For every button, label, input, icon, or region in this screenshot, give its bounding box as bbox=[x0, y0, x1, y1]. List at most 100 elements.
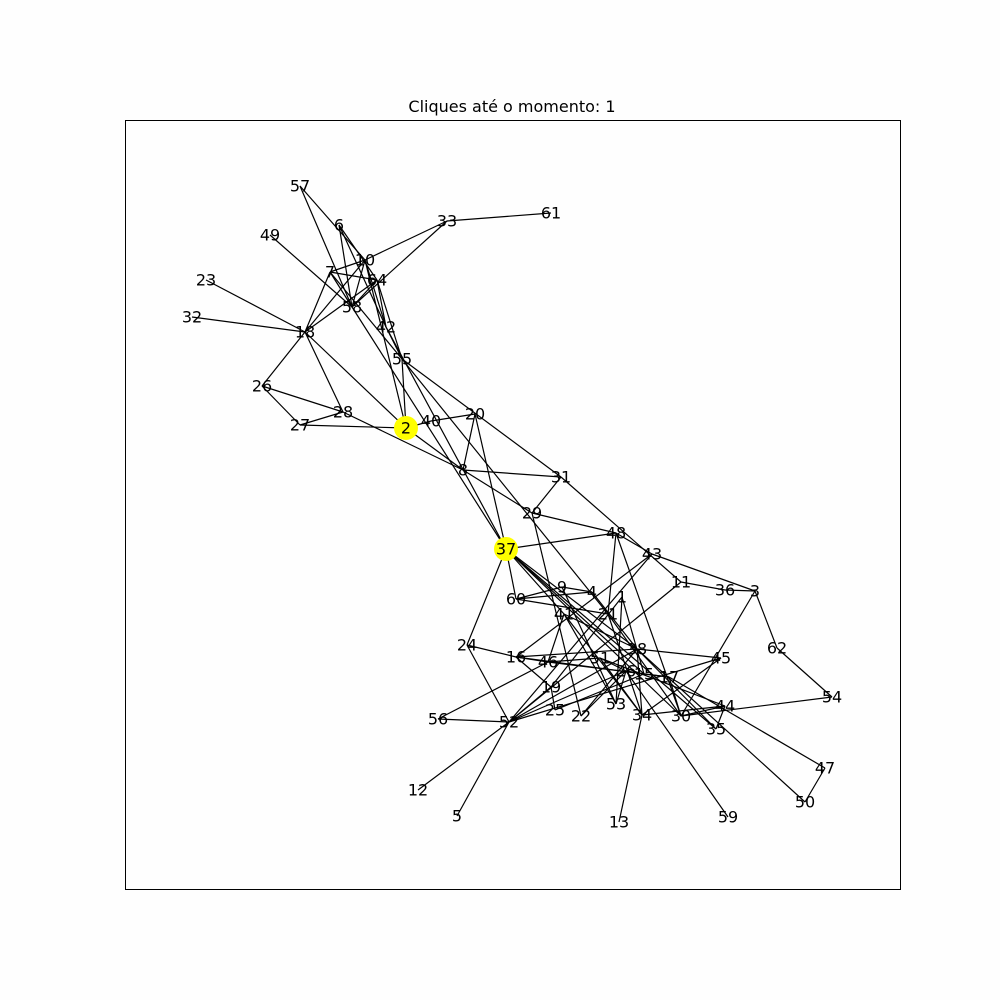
node-18-label: 18 bbox=[295, 323, 315, 342]
edge-26b-15 bbox=[625, 670, 645, 675]
edge-3-30 bbox=[680, 590, 756, 717]
edge-48-43 bbox=[615, 532, 653, 555]
edge-10-18 bbox=[304, 259, 366, 333]
edge-37-15 bbox=[505, 548, 645, 675]
node-12-label: 12 bbox=[408, 781, 428, 800]
edge-60-4 bbox=[515, 591, 593, 600]
edge-46-51 bbox=[547, 657, 601, 663]
edge-1-19 bbox=[550, 596, 623, 688]
node-55-label: 55 bbox=[392, 350, 412, 369]
node-59-label: 59 bbox=[718, 808, 738, 827]
edge-1-15 bbox=[621, 596, 645, 675]
edge-43-16 bbox=[515, 553, 653, 658]
edge-16-19 bbox=[515, 656, 552, 688]
edge-10-2 bbox=[364, 259, 407, 429]
edge-layer bbox=[191, 185, 833, 823]
node-10-label: 10 bbox=[355, 251, 375, 270]
edge-55-31 bbox=[401, 358, 562, 478]
node-20-label: 20 bbox=[465, 405, 485, 424]
node-11-label: 11 bbox=[671, 573, 691, 592]
edge-40-20 bbox=[430, 413, 476, 422]
edge-21-30 bbox=[607, 613, 682, 717]
node-47-label: 47 bbox=[815, 759, 835, 778]
node-57-label: 57 bbox=[290, 177, 310, 196]
node-37-highlight bbox=[494, 537, 518, 561]
edge-24-16 bbox=[466, 644, 517, 658]
edge-8-29 bbox=[462, 469, 533, 514]
edge-17-47 bbox=[668, 676, 826, 769]
edge-19-25 bbox=[550, 686, 556, 711]
edge-47-50 bbox=[804, 767, 826, 803]
node-36-label: 36 bbox=[715, 581, 735, 600]
edge-56-46 bbox=[437, 661, 549, 720]
edge-60-21 bbox=[515, 598, 609, 615]
edge-59-26b bbox=[625, 670, 729, 818]
node-4-label: 4 bbox=[587, 583, 597, 602]
node-46-label: 46 bbox=[538, 653, 558, 672]
edge-37-38 bbox=[505, 548, 638, 650]
node-26b-label: 26 bbox=[616, 662, 636, 681]
node-52-label: 52 bbox=[499, 713, 519, 732]
edge-38-22 bbox=[580, 648, 638, 717]
edge-43-3 bbox=[651, 553, 756, 592]
node-40-label: 40 bbox=[421, 412, 441, 431]
node-32-label: 32 bbox=[182, 308, 202, 327]
edge-35-38 bbox=[636, 648, 717, 730]
edge-19-52 bbox=[508, 686, 552, 723]
edge-33-61 bbox=[446, 212, 552, 222]
node-41-label: 41 bbox=[554, 605, 574, 624]
edge-6-42 bbox=[338, 224, 387, 328]
node-7-label: 7 bbox=[325, 263, 335, 282]
edge-23-18 bbox=[205, 279, 306, 333]
edge-56-52 bbox=[437, 718, 510, 723]
edge-52-45 bbox=[508, 657, 722, 723]
edge-54-30 bbox=[680, 696, 833, 717]
plot-frame bbox=[125, 120, 901, 890]
node-28-label: 28 bbox=[333, 403, 353, 422]
edge-26-28 bbox=[261, 385, 344, 413]
highlight-layer bbox=[394, 416, 518, 561]
node-61-label: 61 bbox=[541, 204, 561, 223]
node-27-label: 27 bbox=[290, 416, 310, 435]
edge-6-64 bbox=[338, 224, 378, 281]
node-8-label: 8 bbox=[458, 461, 468, 480]
node-25-label: 25 bbox=[545, 701, 565, 720]
edge-64-18 bbox=[304, 279, 378, 333]
edge-37-24 bbox=[466, 548, 507, 646]
node-38-label: 38 bbox=[627, 640, 647, 659]
edge-28-8 bbox=[342, 411, 464, 471]
edge-64-55 bbox=[376, 279, 403, 360]
edge-7-55 bbox=[329, 271, 403, 360]
node-34-label: 34 bbox=[632, 706, 652, 725]
edge-8-31 bbox=[462, 469, 562, 478]
edge-27-2 bbox=[299, 424, 407, 429]
node-33-label: 33 bbox=[437, 212, 457, 231]
node-24-label: 24 bbox=[457, 636, 477, 655]
node-15-label: 15 bbox=[634, 665, 654, 684]
node-30-label: 30 bbox=[671, 707, 691, 726]
edge-9-4 bbox=[561, 586, 593, 593]
edge-31-29 bbox=[531, 476, 562, 514]
node-29-label: 29 bbox=[522, 504, 542, 523]
edge-41-46 bbox=[547, 613, 565, 663]
edge-9-60 bbox=[515, 586, 563, 600]
edge-45-34 bbox=[641, 657, 722, 716]
edge-43-52 bbox=[508, 553, 653, 723]
edge-26-27 bbox=[261, 385, 301, 426]
edge-33-10 bbox=[364, 220, 448, 261]
edge-21-34 bbox=[607, 613, 643, 716]
edge-18-26 bbox=[261, 331, 306, 387]
node-56-label: 56 bbox=[428, 710, 448, 729]
node-19-label: 19 bbox=[541, 678, 561, 697]
edge-18-2 bbox=[304, 331, 407, 429]
edge-29-48 bbox=[531, 512, 617, 534]
node-2-label: 2 bbox=[401, 419, 411, 438]
edge-3-62 bbox=[754, 590, 778, 649]
edge-31-11 bbox=[560, 476, 682, 583]
edge-30-44 bbox=[680, 705, 726, 717]
edge-20-8 bbox=[462, 413, 476, 471]
edge-34-13 bbox=[618, 714, 643, 823]
edge-50-38 bbox=[636, 648, 806, 803]
figure-title: Cliques até o momento: 1 bbox=[408, 97, 615, 116]
